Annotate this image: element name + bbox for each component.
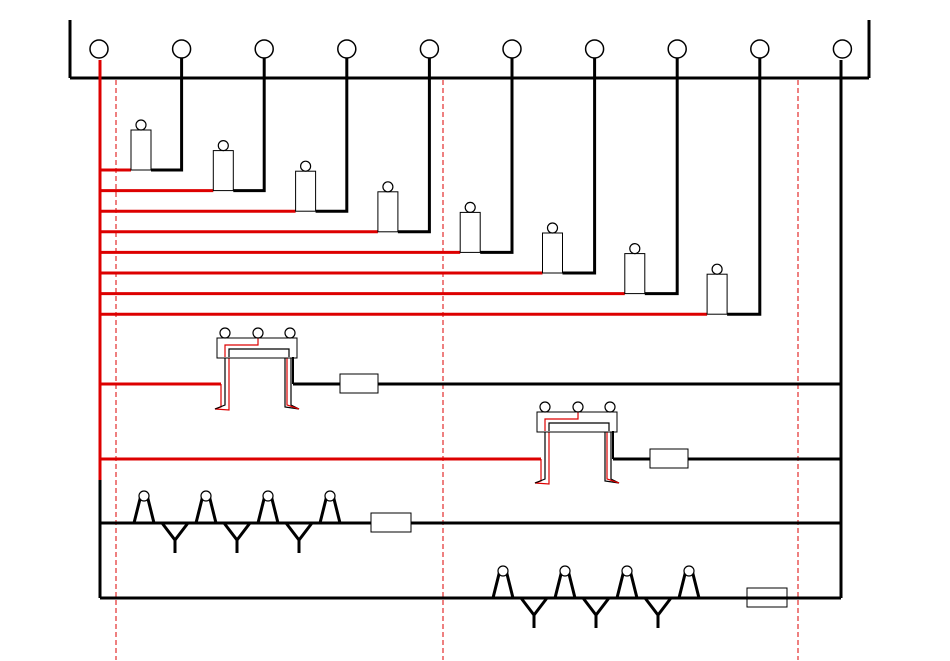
column-knob bbox=[383, 182, 393, 192]
relay-knob-middle bbox=[253, 328, 263, 338]
column-box bbox=[378, 192, 398, 232]
column-knob bbox=[218, 141, 228, 151]
column-box bbox=[131, 130, 151, 170]
ladder-resistor bbox=[371, 513, 411, 532]
column-box bbox=[213, 151, 233, 191]
terminal-2 bbox=[173, 40, 191, 58]
column-knob bbox=[548, 223, 558, 233]
terminal-9 bbox=[751, 40, 769, 58]
terminal-4 bbox=[338, 40, 356, 58]
ladder-head-knob bbox=[622, 566, 632, 576]
ladder-head-knob bbox=[325, 491, 335, 501]
column-box bbox=[625, 254, 645, 294]
ladder-head-knob bbox=[560, 566, 570, 576]
ladder-head-knob bbox=[263, 491, 273, 501]
relay-knob-middle bbox=[573, 402, 583, 412]
column-knob bbox=[465, 202, 475, 212]
column-knob bbox=[136, 120, 146, 130]
terminal-5 bbox=[420, 40, 438, 58]
column-box bbox=[707, 274, 727, 314]
column-knob bbox=[301, 161, 311, 171]
ladder-head-knob bbox=[498, 566, 508, 576]
terminal-7 bbox=[586, 40, 604, 58]
terminal-3 bbox=[255, 40, 273, 58]
column-box bbox=[296, 171, 316, 211]
ladder-head-knob bbox=[684, 566, 694, 576]
relay-knob-right bbox=[605, 402, 615, 412]
column-knob bbox=[712, 264, 722, 274]
terminal-8 bbox=[668, 40, 686, 58]
relay-resistor bbox=[340, 374, 378, 393]
terminal-10 bbox=[833, 40, 851, 58]
column-knob bbox=[630, 244, 640, 254]
ladder-head-knob bbox=[139, 491, 149, 501]
column-box bbox=[543, 233, 563, 273]
column-box bbox=[460, 212, 480, 252]
terminal-1 bbox=[90, 40, 108, 58]
relay-resistor bbox=[650, 449, 688, 468]
relay-knob-left bbox=[540, 402, 550, 412]
terminal-6 bbox=[503, 40, 521, 58]
ladder-head-knob bbox=[201, 491, 211, 501]
relay-knob-left bbox=[220, 328, 230, 338]
relay-knob-right bbox=[285, 328, 295, 338]
